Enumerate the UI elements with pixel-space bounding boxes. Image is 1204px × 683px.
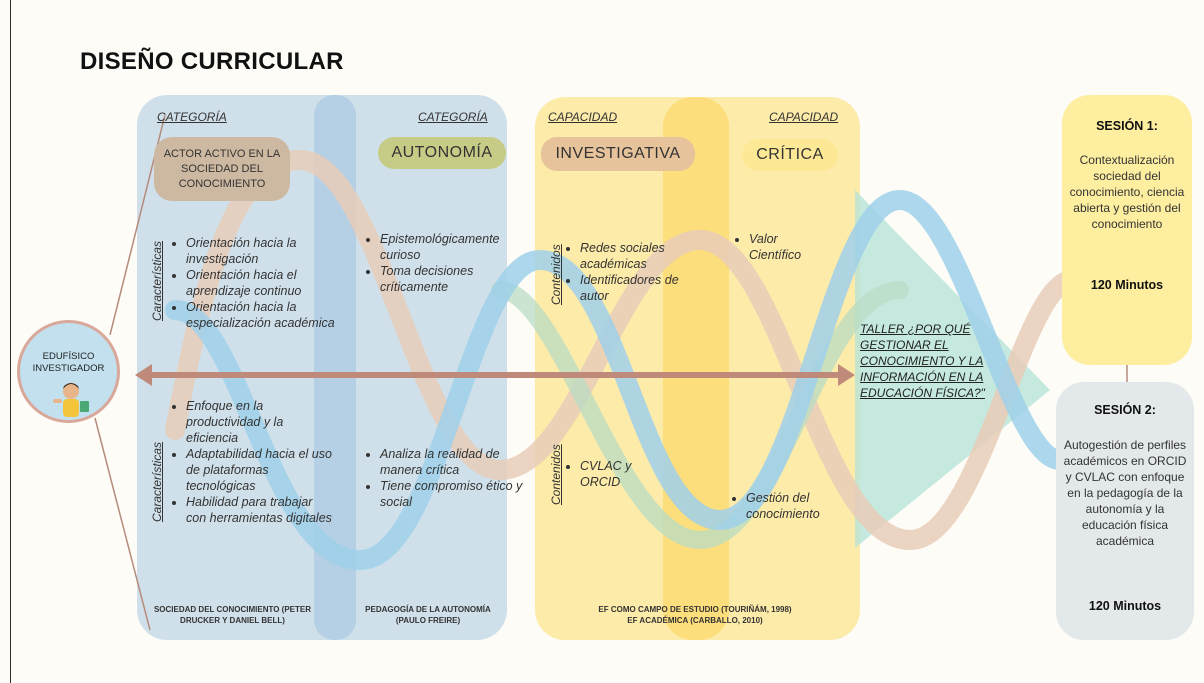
pill-investigativa: INVESTIGATIVA: [541, 137, 695, 171]
col3-footer: EF COMO CAMPO DE ESTUDIO (TOURIÑÁM, 1998…: [560, 604, 830, 626]
session1-body: Contextualización sociedad del conocimie…: [1069, 153, 1185, 231]
list-item: Toma decisiones críticamente: [380, 263, 520, 295]
pill-critica: CRÍTICA: [742, 139, 838, 171]
col1-footer: SOCIEDAD DEL CONOCIMIENTO (PETER DRUCKER…: [153, 605, 312, 625]
col3-bottom-list: CVLAC y ORCID: [566, 458, 665, 490]
list-item: Enfoque en la productividad y la eficien…: [186, 398, 336, 446]
col4-header: CAPACIDAD: [769, 110, 839, 124]
wave-green: [491, 281, 909, 550]
list-item: Analiza la realidad de manera crítica: [380, 446, 525, 478]
col1-label-bottom: Características: [150, 441, 164, 522]
circle-label: EDUFÍSICO INVESTIGADOR: [20, 351, 117, 375]
col4-top-list: Valor Científico: [735, 231, 829, 263]
col3-footer-line2: EF ACADÉMICA (CARBALLO, 2010): [627, 616, 763, 625]
list-item: Orientación hacia la especialización aca…: [186, 299, 336, 331]
arrow-head-right: [838, 364, 855, 386]
wave-blue: [165, 189, 1070, 571]
col1-label-top: Características: [150, 240, 164, 321]
session2-card: SESIÓN 2: Autogestión de perfiles académ…: [1056, 382, 1194, 640]
session1-duration: 120 Minutos: [1090, 278, 1164, 292]
pill-actor: ACTOR ACTIVO EN LA SOCIEDAD DEL CONOCIMI…: [154, 137, 290, 201]
list-item: Gestión del conocimiento: [746, 490, 856, 522]
list-item: Orientación hacia el aprendizaje continu…: [186, 267, 336, 299]
edufisico-circle: EDUFÍSICO INVESTIGADOR: [17, 320, 120, 423]
arrow-head-left: [135, 364, 152, 386]
pill-autonomy: AUTONOMÍA: [378, 137, 506, 169]
col2-top-list: Epistemológicamente curioso Toma decisio…: [366, 231, 520, 295]
panel-overlap-blue: [314, 95, 356, 640]
col3-top-list: Redes sociales académicas Identificadore…: [566, 240, 690, 304]
col1-top-list: Orientación hacia la investigación Orien…: [172, 235, 336, 331]
list-item: Adaptabilidad hacia el uso de plataforma…: [186, 446, 336, 494]
student-avatar-icon: [53, 383, 89, 417]
list-item: Identificadores de autor: [580, 272, 690, 304]
col2-bottom-list: Analiza la realidad de manera crítica Ti…: [366, 446, 525, 510]
col1-bottom-list: Enfoque en la productividad y la eficien…: [172, 398, 336, 526]
list-item: Tiene compromiso ético y social: [380, 478, 525, 510]
session1-title: SESIÓN 1:: [1096, 119, 1158, 133]
list-item: CVLAC y ORCID: [580, 458, 665, 490]
left-border: [10, 0, 11, 683]
col3-label-bottom: Contenidos: [549, 444, 563, 505]
session2-title: SESIÓN 2:: [1094, 403, 1156, 417]
col2-footer: PEDAGOGÍA DE LA AUTONOMÍA (PAULO FREIRE): [365, 605, 491, 625]
circle-label-line1: EDUFÍSICO: [42, 351, 95, 362]
col1-header: CATEGORÍA: [157, 110, 227, 124]
col4-bottom-list: Gestión del conocimiento: [732, 490, 856, 522]
col3-footer-line1: EF COMO CAMPO DE ESTUDIO (TOURIÑÁM, 1998…: [598, 605, 792, 614]
list-item: Habilidad para trabajar con herramientas…: [186, 494, 336, 526]
session2-duration: 120 Minutos: [1088, 599, 1162, 613]
panel-overlap-yellow: [663, 97, 729, 640]
list-item: Valor Científico: [749, 231, 829, 263]
connector-down: [94, 417, 151, 631]
list-item: Epistemológicamente curioso: [380, 231, 520, 263]
taller-triangle: [855, 190, 1050, 548]
session1-card: SESIÓN 1: Contextualización sociedad del…: [1062, 95, 1192, 365]
session2-body: Autogestión de perfiles académicos en OR…: [1063, 438, 1187, 548]
list-item: Redes sociales académicas: [580, 240, 690, 272]
taller-title: TALLER ¿POR QUÉ GESTIONAR EL CONOCIMIENT…: [860, 322, 985, 400]
col3-label-top: Contenidos: [549, 244, 563, 305]
page-title: DISEÑO CURRICULAR: [80, 48, 344, 75]
circle-label-line2: INVESTIGADOR: [32, 363, 105, 374]
col3-header: CAPACIDAD: [548, 110, 618, 124]
list-item: Orientación hacia la investigación: [186, 235, 336, 267]
col2-header: CATEGORÍA: [418, 110, 488, 124]
